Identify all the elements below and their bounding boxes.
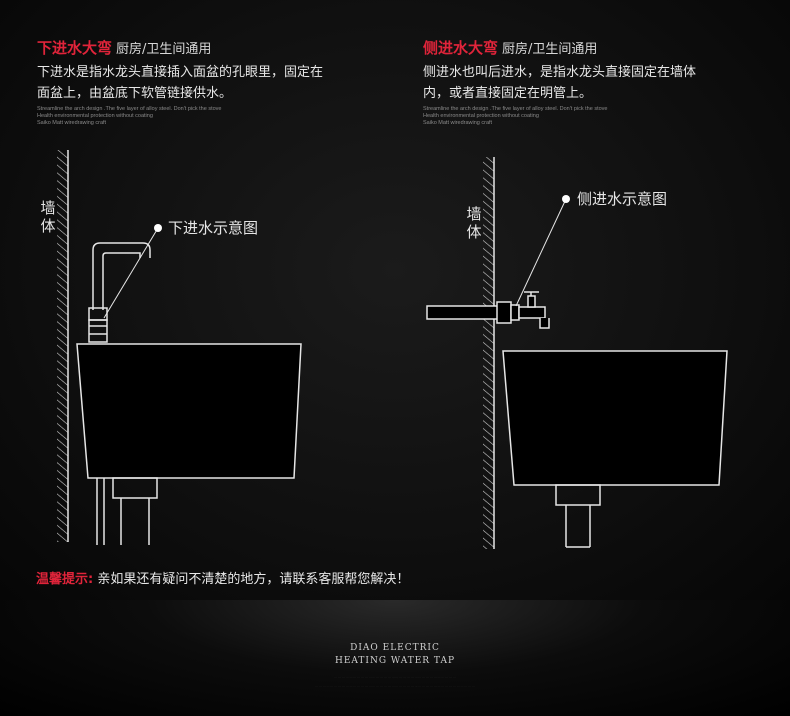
left-title-sub: 厨房/卫生间通用: [116, 42, 212, 57]
brand-line-1: DIAO ELECTRIC: [350, 643, 440, 653]
left-wall-label-2: 体: [40, 217, 55, 235]
right-desc-line1: 侧进水也叫后进水，是指水龙头直接固定在墙体: [423, 65, 697, 80]
installation-diagrams: 墙 体 下进水示意图 墙 体: [40, 150, 728, 549]
left-wall-hatch: [57, 150, 68, 542]
right-wall-label-1: 墙: [466, 205, 481, 223]
left-faucet: [88, 242, 151, 343]
warm-tip: 温馨提示: 亲如果还有疑问不清楚的地方，请联系客服帮您解决！: [36, 568, 409, 587]
left-basin: [76, 343, 302, 479]
right-supply-pipe: [426, 305, 508, 320]
left-desc-line2: 面盆上，由盆底下软管链接供水。: [37, 86, 233, 101]
footer: [0, 600, 790, 716]
main-panel: [0, 0, 790, 600]
tip-label: 温馨提示:: [36, 572, 94, 587]
left-diagram: 墙 体 下进水示意图: [40, 150, 302, 545]
right-callout-line: [515, 198, 567, 307]
footer-fine-print-2: ··· ··· ··· ··· ··· ··· ··· ··· ··· ··· …: [314, 684, 476, 688]
left-drain: [96, 477, 158, 545]
right-wall-hatch: [483, 157, 494, 549]
right-wall-label-2: 体: [466, 223, 481, 241]
brand-line-2: HEATING WATER TAP: [335, 656, 455, 666]
right-english-notes: Streamline the arch design .The five lay…: [423, 106, 607, 127]
left-callout-dot: [154, 224, 162, 232]
left-title: 下进水大弯厨房/卫生间通用: [37, 37, 211, 58]
right-drain: [555, 484, 601, 548]
left-eng-line3: Saiko Matt wiredrawing craft: [37, 120, 107, 126]
left-desc-line1: 下进水是指水龙头直接插入面盆的孔眼里，固定在: [37, 65, 324, 80]
left-eng-line1: Streamline the arch design .The five lay…: [37, 106, 222, 112]
left-callout-label: 下进水示意图: [168, 219, 258, 237]
left-title-accent: 下进水大弯: [37, 39, 113, 57]
right-eng-line1: Streamline the arch design .The five lay…: [423, 106, 608, 112]
right-callout-label: 侧进水示意图: [577, 190, 667, 208]
right-eng-line3: Saiko Matt wiredrawing craft: [423, 120, 493, 126]
footer-fine-print-1: ··· ··· ··· ··· ··· ··· ··· ··· ··· ··· …: [334, 675, 456, 679]
right-title-accent: 侧进水大弯: [423, 39, 499, 57]
right-basin: [502, 350, 728, 486]
left-description: 下进水是指水龙头直接插入面盆的孔眼里，固定在 面盆上，由盆底下软管链接供水。: [37, 62, 323, 104]
right-desc-line2: 内，或者直接固定在明管上。: [423, 86, 593, 101]
left-english-notes: Streamline the arch design .The five lay…: [37, 106, 221, 127]
right-callout-dot: [562, 195, 570, 203]
right-diagram: 墙 体 侧进水示意图: [426, 157, 728, 549]
right-description: 侧进水也叫后进水，是指水龙头直接固定在墙体 内，或者直接固定在明管上。: [423, 62, 696, 104]
tip-text: 亲如果还有疑问不清楚的地方，请联系客服帮您解决！: [97, 572, 410, 587]
left-wall-label-1: 墙: [40, 199, 55, 217]
left-eng-line2: Health environmental protection without …: [37, 113, 153, 119]
right-title-sub: 厨房/卫生间通用: [502, 42, 598, 57]
left-callout-line: [103, 227, 159, 319]
right-faucet: [496, 291, 550, 329]
right-title: 侧进水大弯厨房/卫生间通用: [423, 37, 597, 58]
right-eng-line2: Health environmental protection without …: [423, 113, 539, 119]
